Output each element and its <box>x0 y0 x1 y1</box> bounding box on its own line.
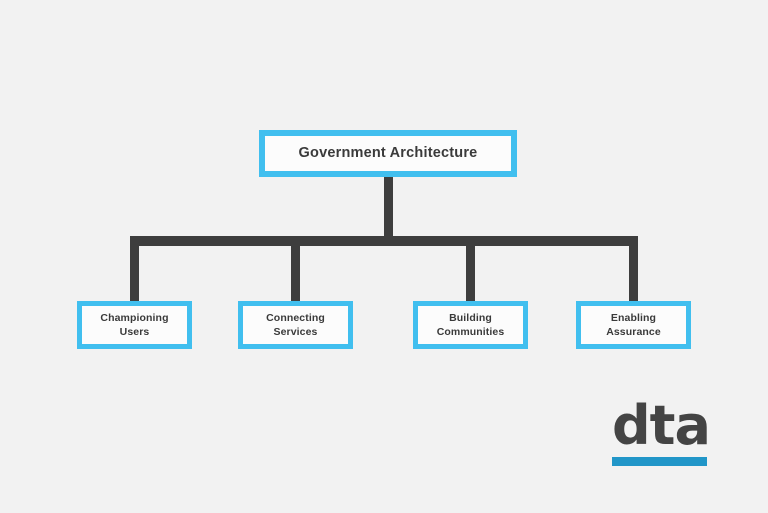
connector-horizontal-bus <box>130 236 638 246</box>
connector-root-stem <box>384 174 393 238</box>
connector-drop-championing-users <box>130 244 139 304</box>
dta-logo-underline-bar <box>612 457 707 467</box>
node-enabling-assurance[interactable]: Enabling Assurance <box>576 301 691 349</box>
connector-drop-enabling-assurance <box>629 244 638 304</box>
connector-drop-connecting-services <box>291 244 300 304</box>
node-connecting-services[interactable]: Connecting Services <box>238 301 353 349</box>
dta-logo: dta <box>612 394 711 467</box>
node-government-architecture-label: Government Architecture <box>298 144 478 161</box>
node-championing-users-label: Championing Users <box>100 311 169 338</box>
node-government-architecture[interactable]: Government Architecture <box>259 130 517 177</box>
node-building-communities[interactable]: Building Communities <box>413 301 528 349</box>
dta-logo-wordmark: dta <box>612 394 711 457</box>
node-building-communities-label: Building Communities <box>436 311 505 338</box>
node-enabling-assurance-label: Enabling Assurance <box>606 311 661 338</box>
node-connecting-services-label: Connecting Services <box>266 311 325 338</box>
node-championing-users[interactable]: Championing Users <box>77 301 192 349</box>
connector-drop-building-communities <box>466 244 475 304</box>
